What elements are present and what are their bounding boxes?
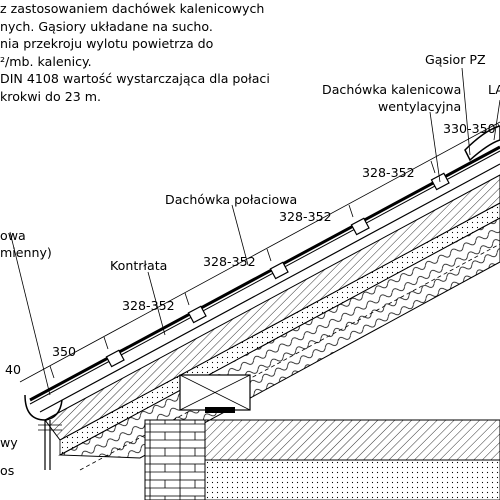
label-ridge-tile-line2: wentylacyjna [378,99,462,114]
dimension-label: 328-352 [203,254,256,269]
label-gasior: Gąsior PZ [425,52,486,67]
note-line: z zastosowaniem dachówek kalenicowych [0,1,265,16]
label-roof-tile: Dachówka połaciowa [165,192,298,207]
label-counter-batten: Kontrłata [110,258,168,273]
label-la: LA [488,82,500,97]
ridge-tile [464,125,500,162]
dimension-label: 328-352 [279,209,332,224]
dimension-line [19,121,500,383]
dimension-label: 350 [52,344,77,359]
label-left-mid: mienny) [0,245,52,260]
masonry-wall [144,374,500,500]
label-ridge-tile-line1: Dachówka kalenicowa [322,82,462,97]
specification-notes: z zastosowaniem dachówek kalenicowych ny… [0,0,330,105]
note-line: krokwi do 23 m. [0,88,101,104]
dimension-label: 40 [5,362,22,377]
dimension-label: 328-352 [122,298,175,313]
dimension-label: 328-352 [362,165,415,180]
note-line: nia przekroju wylotu powietrza do [0,36,214,51]
dimension-label: 330-350 [443,121,496,136]
label-left-top: owa [0,228,26,243]
tile-clips [105,172,450,368]
note-line: ²/mb. kalenicy. [0,53,92,69]
label-left-os: os [0,463,15,478]
note-line: nych. Gąsiory układane na sucho. [0,18,213,34]
gutter [24,394,63,470]
note-line: DIN 4108 wartość wystarczająca dla połac… [0,71,270,86]
leader-lines [9,67,500,396]
label-left-wy: wy [0,435,18,450]
roof-battens [39,163,500,441]
